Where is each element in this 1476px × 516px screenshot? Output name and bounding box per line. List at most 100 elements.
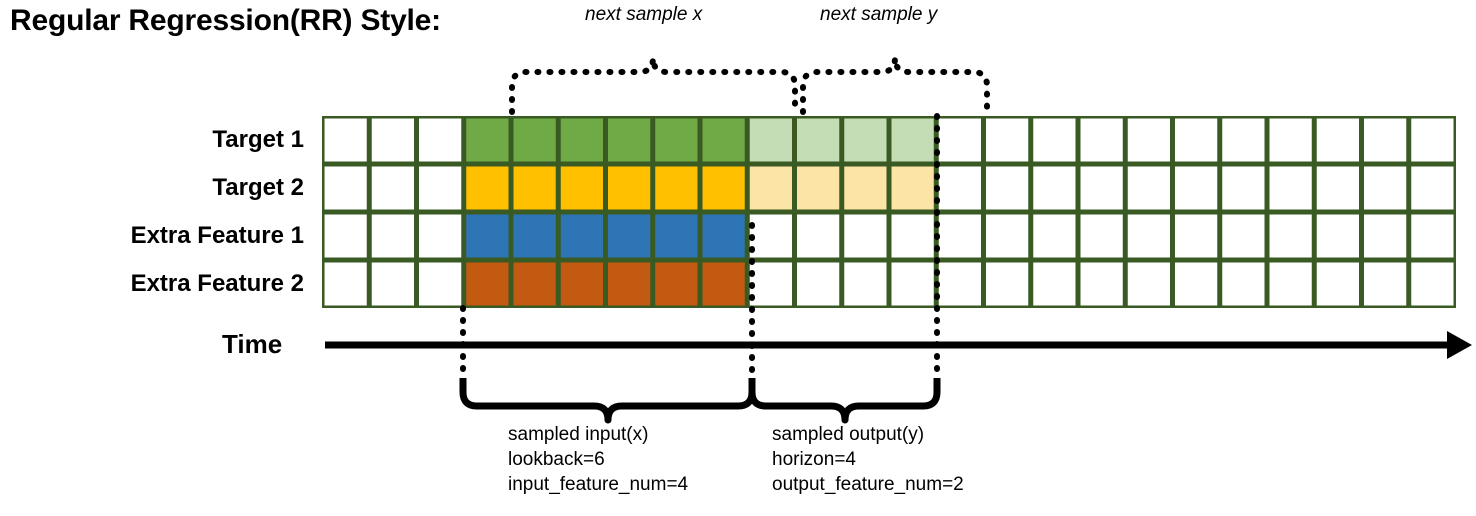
- grid-cell[interactable]: [1127, 262, 1170, 306]
- grid-cell[interactable]: [702, 166, 745, 210]
- grid-cell[interactable]: [1269, 118, 1312, 162]
- grid-cell[interactable]: [608, 166, 651, 210]
- grid-cell[interactable]: [466, 118, 509, 162]
- grid-cell[interactable]: [1127, 166, 1170, 210]
- grid-cell[interactable]: [891, 118, 934, 162]
- grid-cell[interactable]: [891, 166, 934, 210]
- grid-cell[interactable]: [655, 262, 698, 306]
- grid-cell[interactable]: [1033, 262, 1076, 306]
- grid-cell[interactable]: [749, 214, 792, 258]
- caption-input-line-3: input_feature_num=4: [508, 474, 689, 495]
- grid-cell[interactable]: [371, 262, 414, 306]
- grid-cell[interactable]: [560, 214, 603, 258]
- grid-cell[interactable]: [1364, 262, 1407, 306]
- grid-cell[interactable]: [891, 262, 934, 306]
- grid-cell[interactable]: [749, 166, 792, 210]
- grid-cell[interactable]: [560, 118, 603, 162]
- grid-cell[interactable]: [1411, 118, 1454, 162]
- grid-cell[interactable]: [608, 214, 651, 258]
- grid-cell[interactable]: [1316, 262, 1359, 306]
- grid-cell[interactable]: [324, 118, 367, 162]
- grid-cell[interactable]: [608, 262, 651, 306]
- grid-cell[interactable]: [1364, 118, 1407, 162]
- grid-cell[interactable]: [1175, 262, 1218, 306]
- grid-cell[interactable]: [844, 214, 887, 258]
- grid-cell[interactable]: [371, 118, 414, 162]
- grid-cell[interactable]: [1033, 118, 1076, 162]
- grid-cell[interactable]: [1080, 214, 1123, 258]
- grid-cell[interactable]: [844, 166, 887, 210]
- grid-cell[interactable]: [702, 118, 745, 162]
- grid-cell[interactable]: [986, 262, 1029, 306]
- grid-cell[interactable]: [371, 214, 414, 258]
- grid-cell[interactable]: [986, 166, 1029, 210]
- grid-cell[interactable]: [844, 262, 887, 306]
- grid-cell[interactable]: [797, 262, 840, 306]
- grid-cell[interactable]: [1033, 166, 1076, 210]
- grid-cell[interactable]: [419, 118, 462, 162]
- grid-cell[interactable]: [986, 118, 1029, 162]
- grid-cell[interactable]: [1316, 166, 1359, 210]
- grid-cell[interactable]: [702, 214, 745, 258]
- grid-cell[interactable]: [1364, 166, 1407, 210]
- grid-cell[interactable]: [702, 262, 745, 306]
- grid-cell[interactable]: [1080, 262, 1123, 306]
- grid-cell[interactable]: [513, 262, 556, 306]
- grid-cell[interactable]: [891, 214, 934, 258]
- grid-cell[interactable]: [1033, 214, 1076, 258]
- grid-cell[interactable]: [1222, 262, 1265, 306]
- grid-cell[interactable]: [371, 166, 414, 210]
- grid-cell[interactable]: [1269, 262, 1312, 306]
- grid-cell[interactable]: [1269, 214, 1312, 258]
- grid-cell[interactable]: [1080, 118, 1123, 162]
- grid-cell[interactable]: [1127, 118, 1170, 162]
- grid-cell[interactable]: [1269, 166, 1312, 210]
- grid-cell[interactable]: [1175, 214, 1218, 258]
- grid-cell[interactable]: [1316, 214, 1359, 258]
- grid-cell[interactable]: [844, 118, 887, 162]
- grid-cell[interactable]: [749, 118, 792, 162]
- grid-cell[interactable]: [513, 214, 556, 258]
- grid-cell[interactable]: [986, 214, 1029, 258]
- grid-cell[interactable]: [1080, 166, 1123, 210]
- grid-cell[interactable]: [1222, 214, 1265, 258]
- grid-cell[interactable]: [938, 118, 981, 162]
- annotation-next-sample-y: next sample y: [820, 4, 938, 25]
- grid-cell[interactable]: [797, 166, 840, 210]
- grid-cell[interactable]: [324, 214, 367, 258]
- grid-cell[interactable]: [1175, 166, 1218, 210]
- grid-cell[interactable]: [419, 262, 462, 306]
- grid-cell[interactable]: [324, 262, 367, 306]
- grid-cell[interactable]: [655, 214, 698, 258]
- grid-cell[interactable]: [466, 262, 509, 306]
- grid-cell[interactable]: [466, 214, 509, 258]
- caption-input-line-2: lookback=6: [508, 449, 605, 470]
- caption-output-line-1: sampled output(y): [772, 424, 925, 445]
- grid-cell[interactable]: [938, 166, 981, 210]
- grid-cell[interactable]: [1222, 166, 1265, 210]
- grid-cell[interactable]: [1411, 166, 1454, 210]
- grid-cell[interactable]: [655, 166, 698, 210]
- grid-cell[interactable]: [1411, 214, 1454, 258]
- grid-cell[interactable]: [324, 166, 367, 210]
- grid-cell[interactable]: [560, 262, 603, 306]
- grid-cell[interactable]: [938, 214, 981, 258]
- grid-cell[interactable]: [1316, 118, 1359, 162]
- grid-cell[interactable]: [938, 262, 981, 306]
- grid-cell[interactable]: [655, 118, 698, 162]
- grid-cell[interactable]: [513, 166, 556, 210]
- grid-cell[interactable]: [797, 118, 840, 162]
- grid-cell[interactable]: [797, 214, 840, 258]
- grid-cell[interactable]: [1175, 118, 1218, 162]
- grid-cell[interactable]: [608, 118, 651, 162]
- grid-cell[interactable]: [1127, 214, 1170, 258]
- grid-cell[interactable]: [513, 118, 556, 162]
- grid-cell[interactable]: [1364, 214, 1407, 258]
- grid-cell[interactable]: [419, 214, 462, 258]
- grid-cell[interactable]: [560, 166, 603, 210]
- grid-cell[interactable]: [419, 166, 462, 210]
- grid-cell[interactable]: [749, 262, 792, 306]
- grid-cell[interactable]: [1222, 118, 1265, 162]
- grid-cell[interactable]: [1411, 262, 1454, 306]
- grid-cell[interactable]: [466, 166, 509, 210]
